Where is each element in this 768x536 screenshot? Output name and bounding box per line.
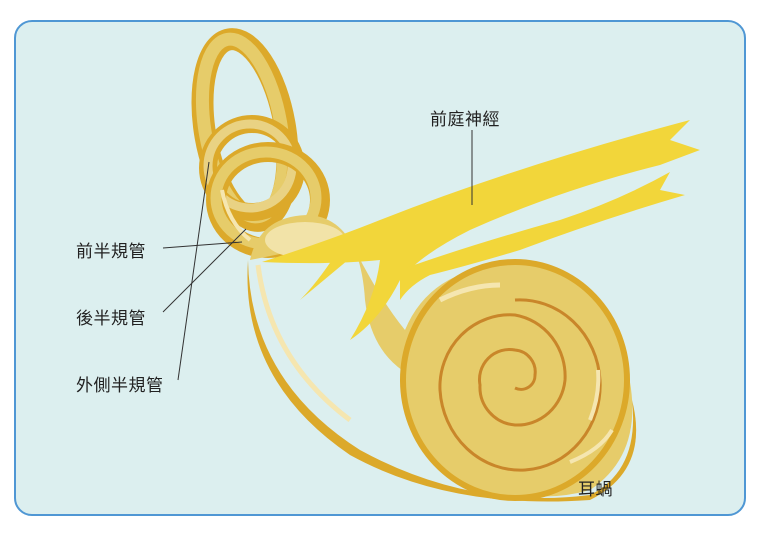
leader-line-lateral	[177, 161, 210, 381]
label-posterior-canal: 後半規管	[76, 309, 146, 329]
cochlea	[247, 215, 637, 502]
leader-line-anterior	[162, 241, 243, 249]
vestibular-nerve	[262, 120, 700, 340]
leader-lines	[162, 130, 473, 381]
label-vestibular-nerve: 前庭神經	[430, 110, 500, 130]
label-anterior-canal: 前半規管	[76, 242, 146, 262]
label-lateral-canal: 外側半規管	[76, 376, 164, 396]
label-cochlea: 耳蝸	[578, 480, 613, 500]
leader-line-posterior	[162, 228, 247, 313]
